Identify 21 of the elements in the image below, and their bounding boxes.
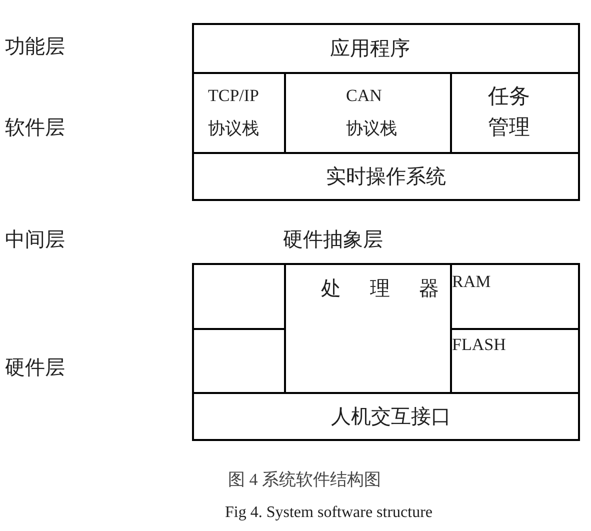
module-box <box>192 392 580 441</box>
layer-label: 中间层 <box>5 228 65 252</box>
module-box <box>192 152 580 201</box>
module-box <box>450 263 580 330</box>
figure-caption: Fig 4. System software structure <box>225 503 433 523</box>
module-label: RAM <box>452 271 491 293</box>
module-label: FLASH <box>452 334 506 356</box>
module-box <box>192 263 286 330</box>
module-label: 人机交互接口 <box>331 404 451 428</box>
layer-label: 硬件抽象层 <box>283 228 383 252</box>
layer-label: 硬件层 <box>5 356 65 380</box>
module-label: TCP/IP 协议栈 <box>208 85 259 140</box>
module-label: 应用程序 <box>330 36 410 60</box>
figure-caption: 图 4 系统软件结构图 <box>228 469 381 491</box>
module-label: CAN 协议栈 <box>346 85 397 140</box>
layer-label: 软件层 <box>5 116 65 140</box>
module-box <box>450 328 580 394</box>
module-label: 任务管理 <box>488 83 531 141</box>
module-box <box>192 23 580 74</box>
module-label: 实时操作系统 <box>326 164 446 188</box>
layer-label: 功能层 <box>5 35 65 59</box>
